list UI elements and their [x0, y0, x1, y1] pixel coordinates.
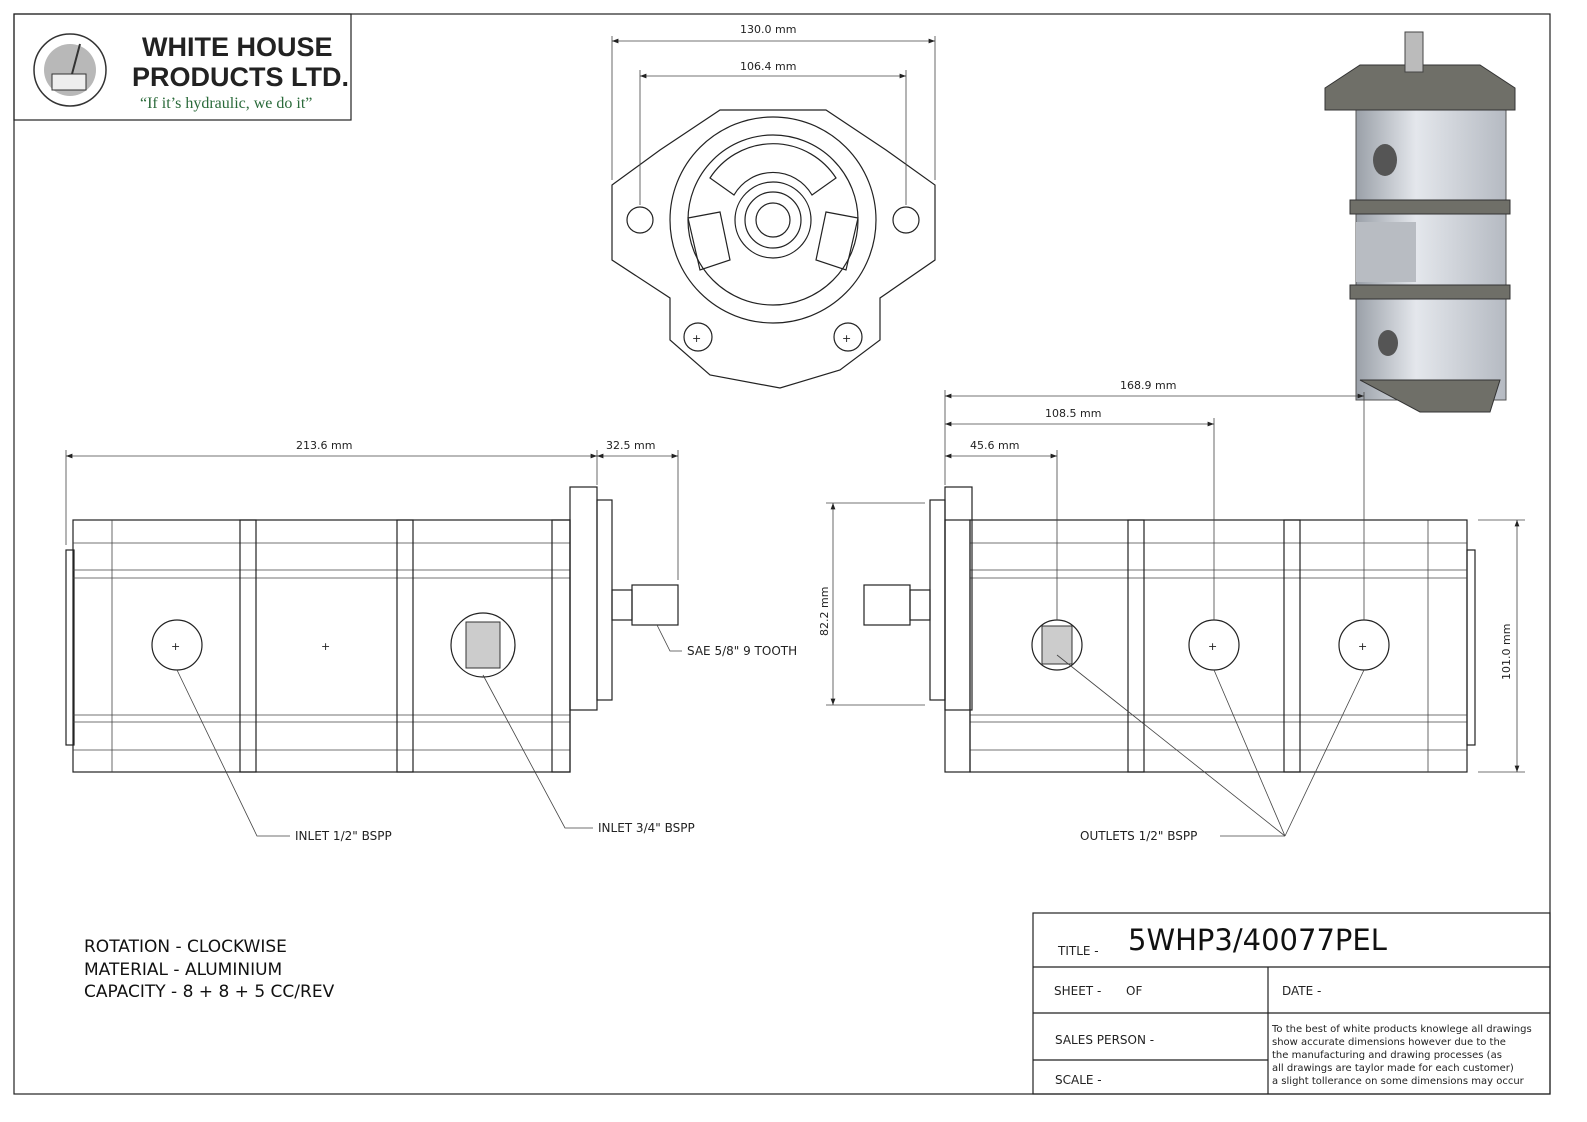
disclaimer-line: show accurate dimensions however due to …: [1272, 1037, 1506, 1048]
front-view: + + 130.0 mm 106.4 mm: [611, 23, 936, 389]
date-label: DATE -: [1282, 984, 1321, 998]
left-side-view: + + 213.6 mm 32.5 mm SAE 5/8" 9 TOOTH IN…: [65, 439, 797, 843]
inlet-three-quarter-callout: INLET 3/4" BSPP: [598, 821, 695, 835]
sheet-label: SHEET -: [1054, 984, 1101, 998]
disclaimer-line: the manufacturing and drawing processes …: [1272, 1050, 1502, 1061]
drawing-title: 5WHP3/40077PEL: [1128, 923, 1387, 957]
scale-label: SCALE -: [1055, 1073, 1102, 1087]
material-spec: MATERIAL - ALUMINIUM: [84, 960, 282, 980]
dim-106: 106.4 mm: [740, 60, 796, 73]
pump-3d-render: [1324, 31, 1516, 413]
spec-notes: ROTATION - CLOCKWISE MATERIAL - ALUMINIU…: [84, 937, 335, 1002]
sales-person-label: SALES PERSON -: [1055, 1033, 1154, 1047]
title-label: TITLE -: [1057, 944, 1099, 958]
dim-213: 213.6 mm: [296, 439, 352, 452]
disclaimer-line: To the best of white products knowlege a…: [1271, 1024, 1532, 1035]
disclaimer-line: all drawings are taylor made for each cu…: [1272, 1063, 1514, 1074]
sheet-of-label: OF: [1126, 984, 1142, 998]
disclaimer-line: a slight tollerance on some dimensions m…: [1272, 1076, 1525, 1087]
inlet-half-callout: INLET 1/2" BSPP: [295, 829, 392, 843]
dim-82: 82.2 mm: [818, 587, 831, 636]
svg-text:+: +: [1208, 640, 1217, 653]
disclaimer: To the best of white products knowlege a…: [1271, 1024, 1532, 1087]
dim-32: 32.5 mm: [606, 439, 655, 452]
capacity-spec: CAPACITY - 8 + 8 + 5 CC/REV: [84, 982, 335, 1002]
dim-130: 130.0 mm: [740, 23, 796, 36]
rotation-spec: ROTATION - CLOCKWISE: [84, 937, 287, 957]
svg-text:+: +: [321, 640, 330, 653]
company-name-line2: PRODUCTS LTD.: [132, 62, 349, 92]
title-block: TITLE - 5WHP3/40077PEL SHEET - OF DATE -…: [1032, 912, 1551, 1095]
dim-168: 168.9 mm: [1120, 379, 1176, 392]
svg-text:+: +: [1358, 640, 1367, 653]
right-side-view: + + 168.9 mm 108.5 mm 45.6 mm 82.2 mm 10…: [818, 379, 1525, 843]
svg-text:+: +: [692, 332, 701, 345]
svg-text:+: +: [842, 332, 851, 345]
company-name-line1: WHITE HOUSE: [142, 32, 333, 62]
dim-101: 101.0 mm: [1500, 624, 1513, 680]
shaft-callout: SAE 5/8" 9 TOOTH: [687, 644, 797, 658]
company-tagline: “If it’s hydraulic, we do it”: [140, 95, 312, 112]
company-logo: WHITE HOUSE PRODUCTS LTD. “If it’s hydra…: [13, 13, 352, 121]
dim-108: 108.5 mm: [1045, 407, 1101, 420]
sheet-border: [13, 13, 1551, 1095]
outlets-callout: OUTLETS 1/2" BSPP: [1080, 829, 1197, 843]
svg-text:+: +: [171, 640, 180, 653]
company-seal: [33, 33, 107, 107]
dim-45: 45.6 mm: [970, 439, 1019, 452]
